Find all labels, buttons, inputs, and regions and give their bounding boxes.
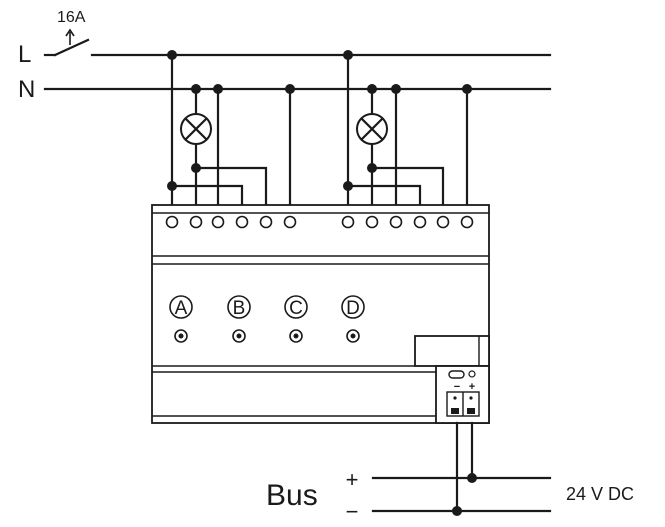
terminal: [413, 215, 427, 229]
channel-c: C: [284, 295, 308, 343]
wiring-group-right: [343, 50, 472, 219]
bus-plus-label: +: [346, 467, 359, 492]
terminal-block: [165, 215, 474, 229]
lamp-icon: [356, 113, 388, 145]
terminal: [460, 215, 474, 229]
terminal: [189, 215, 203, 229]
bus-plus-marking: +: [469, 381, 475, 393]
terminal: [211, 215, 225, 229]
terminal: [259, 215, 273, 229]
terminal: [165, 215, 179, 229]
channel-c-label: C: [289, 298, 303, 319]
terminal: [389, 215, 403, 229]
terminal: [341, 215, 355, 229]
terminal: [365, 215, 379, 229]
channel-d: D: [341, 295, 365, 343]
bus-label: Bus: [266, 479, 318, 512]
terminal: [436, 215, 450, 229]
phase-label: L: [18, 41, 31, 68]
neutral-label: N: [18, 76, 35, 103]
channel-a-label: A: [175, 298, 188, 319]
channel-b-label: B: [233, 298, 246, 319]
terminal: [235, 215, 249, 229]
programming-button: [448, 370, 465, 379]
breaker-rating-label: 16A: [57, 9, 86, 26]
terminal: [283, 215, 297, 229]
channel-d-label: D: [346, 298, 360, 319]
actuator-housing: [151, 204, 490, 424]
programming-led: [468, 370, 476, 378]
breaker-switch-symbol: [43, 28, 552, 57]
channel-b: B: [227, 295, 251, 343]
lamp-icon: [180, 113, 212, 145]
bus-minus-label: −: [346, 499, 359, 524]
bus-voltage-label: 24 V DC: [566, 484, 634, 504]
bus-minus-marking: −: [454, 381, 460, 393]
bus-wiring: [371, 421, 552, 516]
channel-a: A: [169, 295, 193, 343]
bus-connector: − +: [414, 335, 490, 424]
